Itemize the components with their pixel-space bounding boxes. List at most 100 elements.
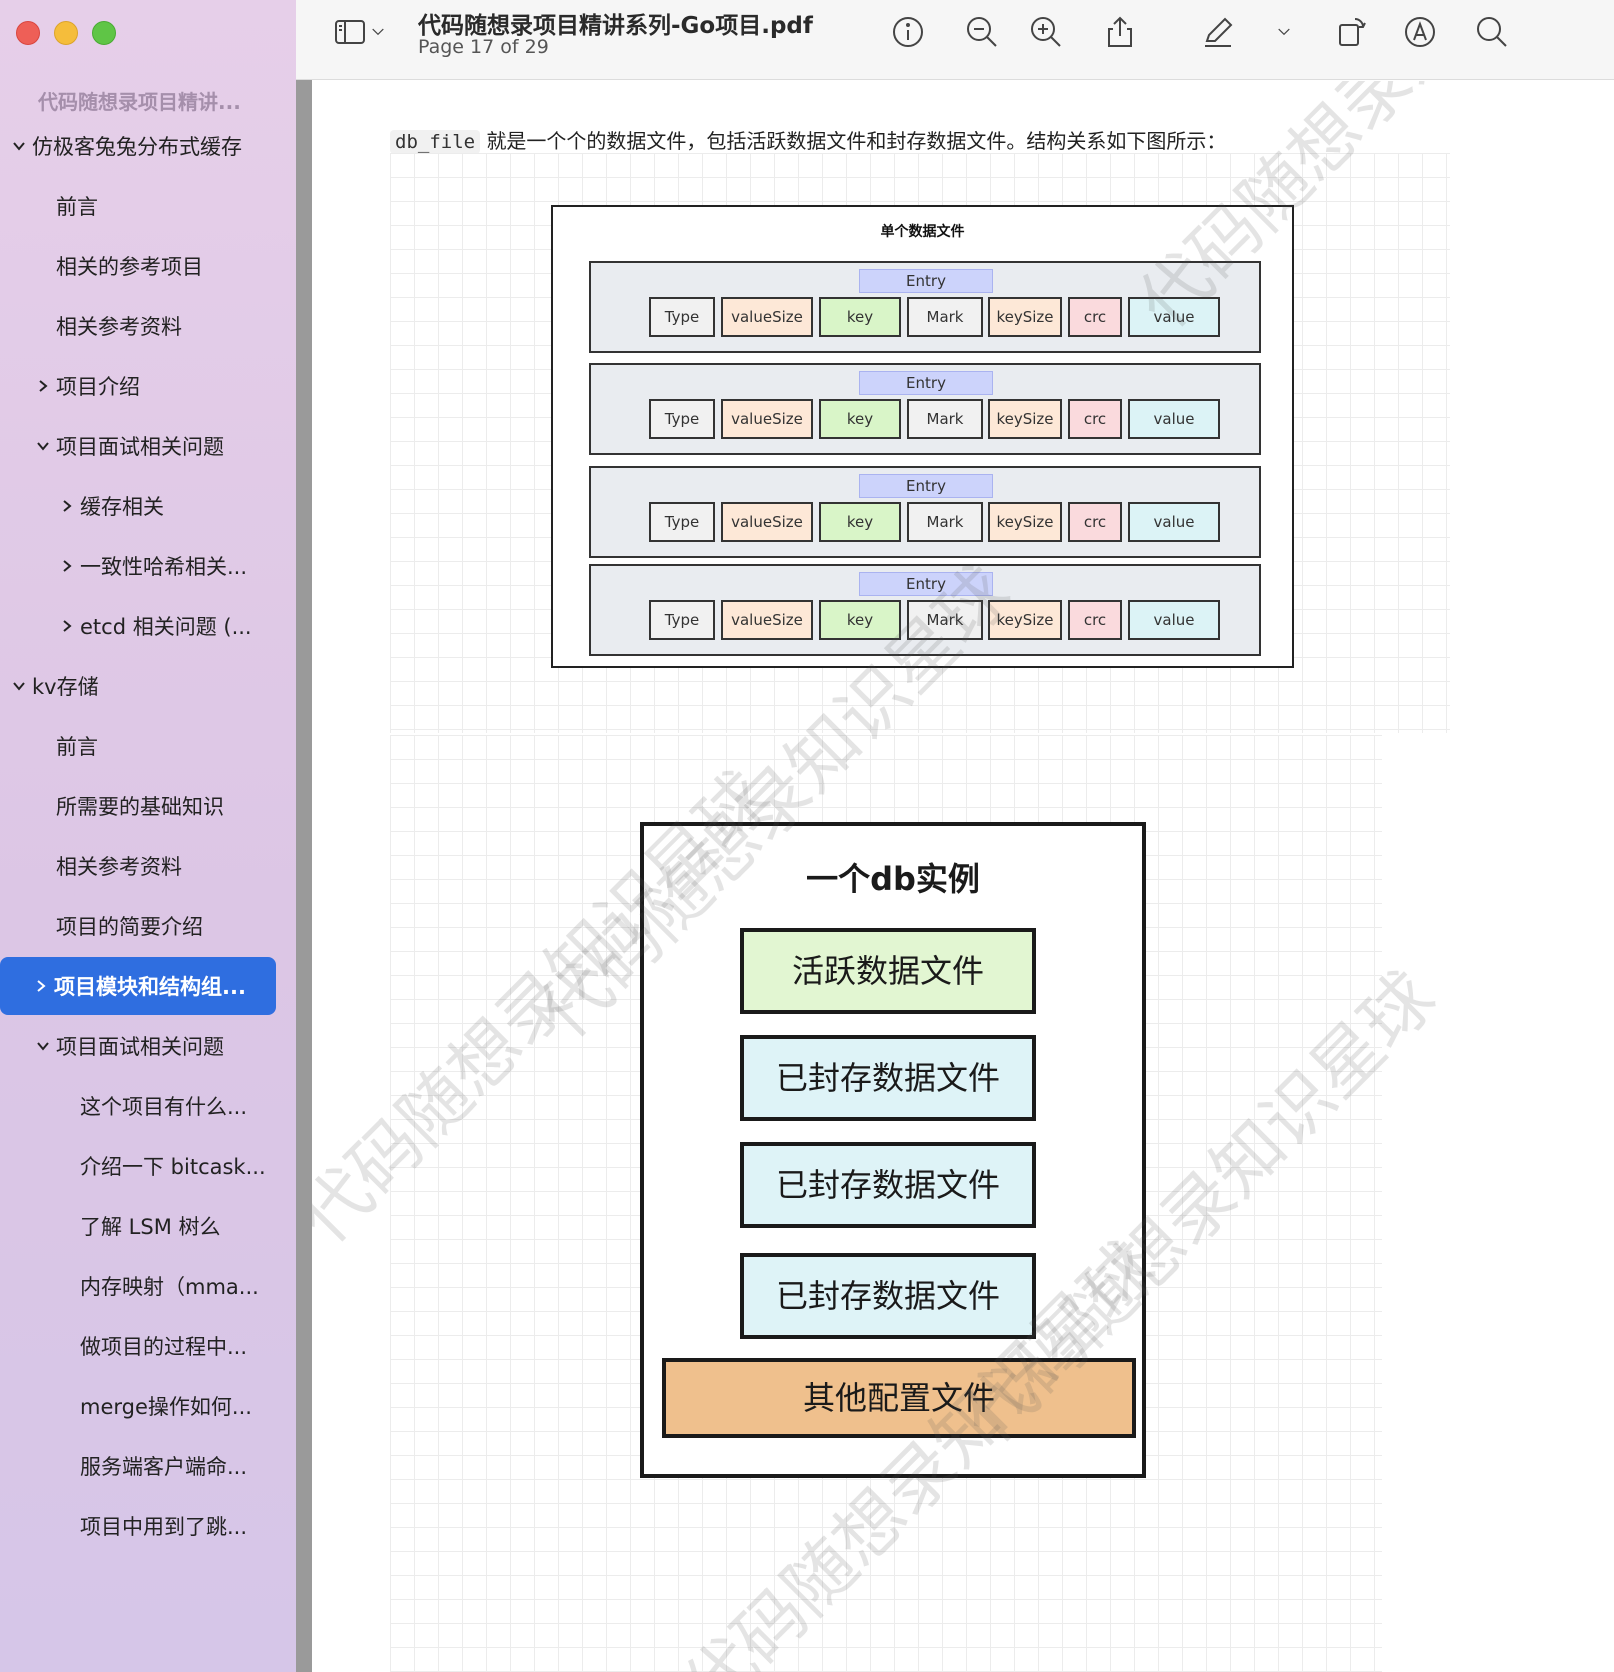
chevron-down-icon[interactable] [366, 12, 390, 52]
chevron-down-icon[interactable] [32, 1035, 54, 1057]
document-page: db_file 就是一个个的数据文件，包括活跃数据文件和封存数据文件。结构关系如… [312, 81, 1614, 1672]
toc-item[interactable]: 项目模块和结构组... [0, 957, 276, 1015]
minimize-window-button[interactable] [54, 21, 78, 45]
entry-field-value: value [1128, 399, 1220, 439]
entry-field-valuesize: valueSize [721, 600, 813, 640]
db-file-block: 已封存数据文件 [740, 1035, 1036, 1121]
toc-item[interactable]: 项目的简要介绍 [56, 897, 203, 955]
entry-field-mark: Mark [907, 399, 983, 439]
share-icon[interactable] [1100, 12, 1140, 52]
entry-field-value: value [1128, 297, 1220, 337]
toc-item[interactable]: merge操作如何... [80, 1377, 252, 1435]
entry-field-keysize: keySize [988, 399, 1062, 439]
entry-field-valuesize: valueSize [721, 502, 813, 542]
search-icon[interactable] [1472, 12, 1512, 52]
toc-item[interactable]: 了解 LSM 树么 [80, 1197, 221, 1255]
rotate-icon[interactable] [1332, 12, 1372, 52]
toc-item-label: 前言 [56, 195, 98, 219]
diagram-title: 单个数据文件 [880, 224, 965, 240]
zoom-in-icon[interactable] [1026, 12, 1066, 52]
chevron-right-icon[interactable] [56, 555, 78, 577]
entry-field-type: Type [649, 297, 715, 337]
toc-item-label: 项目面试相关问题 [56, 435, 224, 459]
db-file-block: 活跃数据文件 [740, 928, 1036, 1014]
info-icon[interactable] [888, 12, 928, 52]
entry-label: Entry [859, 474, 993, 498]
chevron-right-icon[interactable] [30, 975, 52, 997]
toc-item-label: 了解 LSM 树么 [80, 1215, 221, 1239]
toc-item-label: 前言 [56, 735, 98, 759]
toc-item-label: 介绍一下 bitcask... [80, 1155, 266, 1179]
chevron-right-icon[interactable] [56, 495, 78, 517]
chevron-down-icon[interactable] [8, 675, 30, 697]
db-file-block: 已封存数据文件 [740, 1142, 1036, 1228]
annotate-icon[interactable] [1400, 12, 1440, 52]
chevron-right-icon[interactable] [56, 615, 78, 637]
toc-item-label: 服务端客户端命... [80, 1455, 248, 1479]
chevron-down-icon[interactable] [32, 435, 54, 457]
toc-item[interactable]: 内存映射（mma... [80, 1257, 259, 1315]
toc-item[interactable]: 相关参考资料 [56, 837, 182, 895]
sidebar: 代码随想录项目精讲... 仿极客兔兔分布式缓存前言相关的参考项目相关参考资料项目… [0, 0, 296, 1672]
entry-field-mark: Mark [907, 297, 983, 337]
toc-item[interactable]: 前言 [56, 717, 98, 775]
toc-item[interactable]: etcd 相关问题 (... [56, 597, 252, 655]
toc-item[interactable]: 一致性哈希相关... [56, 537, 247, 595]
toc-item[interactable]: 做项目的过程中... [80, 1317, 247, 1375]
toc-item[interactable]: 项目中用到了跳... [80, 1497, 247, 1555]
toc-item-label: 项目的简要介绍 [56, 915, 203, 939]
db-file-block: 其他配置文件 [662, 1358, 1136, 1438]
entry-field-key: key [819, 600, 901, 640]
sidebar-toggle-icon[interactable] [330, 12, 370, 52]
sidebar-divider[interactable] [296, 80, 312, 1672]
toc-item[interactable]: 项目面试相关问题 [32, 417, 224, 475]
db-instance-diagram: 一个db实例 活跃数据文件已封存数据文件已封存数据文件已封存数据文件其他配置文件 [640, 822, 1146, 1478]
markup-pen-icon[interactable] [1198, 12, 1238, 52]
entry-field-value: value [1128, 502, 1220, 542]
toc-item[interactable]: 相关的参考项目 [56, 237, 203, 295]
toc-item[interactable]: 仿极客兔兔分布式缓存 [8, 117, 242, 175]
entry-label: Entry [859, 269, 993, 293]
chevron-down-icon[interactable] [1272, 12, 1296, 52]
entry-field-key: key [819, 502, 901, 542]
entry-field-valuesize: valueSize [721, 297, 813, 337]
entry-field-type: Type [649, 502, 715, 542]
sidebar-document-title: 代码随想录项目精讲... [38, 90, 241, 114]
db-file-block: 已封存数据文件 [740, 1253, 1036, 1339]
entry-field-type: Type [649, 600, 715, 640]
toc-item-label: kv存储 [32, 675, 99, 699]
toc-item[interactable]: 所需要的基础知识 [56, 777, 224, 835]
maximize-window-button[interactable] [92, 21, 116, 45]
toc-item[interactable]: 服务端客户端命... [80, 1437, 247, 1495]
entry-field-key: key [819, 399, 901, 439]
toc-item-label: 这个项目有什么... [80, 1095, 248, 1119]
toolbar: 代码随想录项目精讲系列-Go项目.pdf Page 17 of 29 [296, 0, 1614, 80]
code-db-file: db_file [390, 130, 481, 154]
entry-field-valuesize: valueSize [721, 399, 813, 439]
toc-item-label: 相关参考资料 [56, 855, 182, 879]
entry-field-mark: Mark [907, 502, 983, 542]
toc-item[interactable]: 项目介绍 [32, 357, 140, 415]
entry-field-keysize: keySize [988, 297, 1062, 337]
toc-item[interactable]: 缓存相关 [56, 477, 164, 535]
toc-item-label: 相关的参考项目 [56, 255, 203, 279]
toc-item[interactable]: 项目面试相关问题 [32, 1017, 224, 1075]
toc-item[interactable]: 介绍一下 bitcask... [80, 1137, 266, 1195]
zoom-out-icon[interactable] [962, 12, 1002, 52]
entry-field-crc: crc [1068, 297, 1122, 337]
toc-item[interactable]: 相关参考资料 [56, 297, 182, 355]
intro-text: 就是一个个的数据文件，包括活跃数据文件和封存数据文件。结构关系如下图所示： [486, 129, 1227, 153]
toc-item-label: 缓存相关 [80, 495, 164, 519]
toc-item-label: 一致性哈希相关... [80, 555, 248, 579]
chevron-right-icon[interactable] [32, 375, 54, 397]
chevron-down-icon[interactable] [8, 135, 30, 157]
toc-item[interactable]: 这个项目有什么... [80, 1077, 247, 1135]
toc-item[interactable]: 前言 [56, 177, 98, 235]
paragraph-intro: db_file 就是一个个的数据文件，包括活跃数据文件和封存数据文件。结构关系如… [390, 125, 1226, 154]
document-title: 代码随想录项目精讲系列-Go项目.pdf [418, 13, 813, 39]
toc-item[interactable]: kv存储 [8, 657, 99, 715]
close-window-button[interactable] [16, 21, 40, 45]
